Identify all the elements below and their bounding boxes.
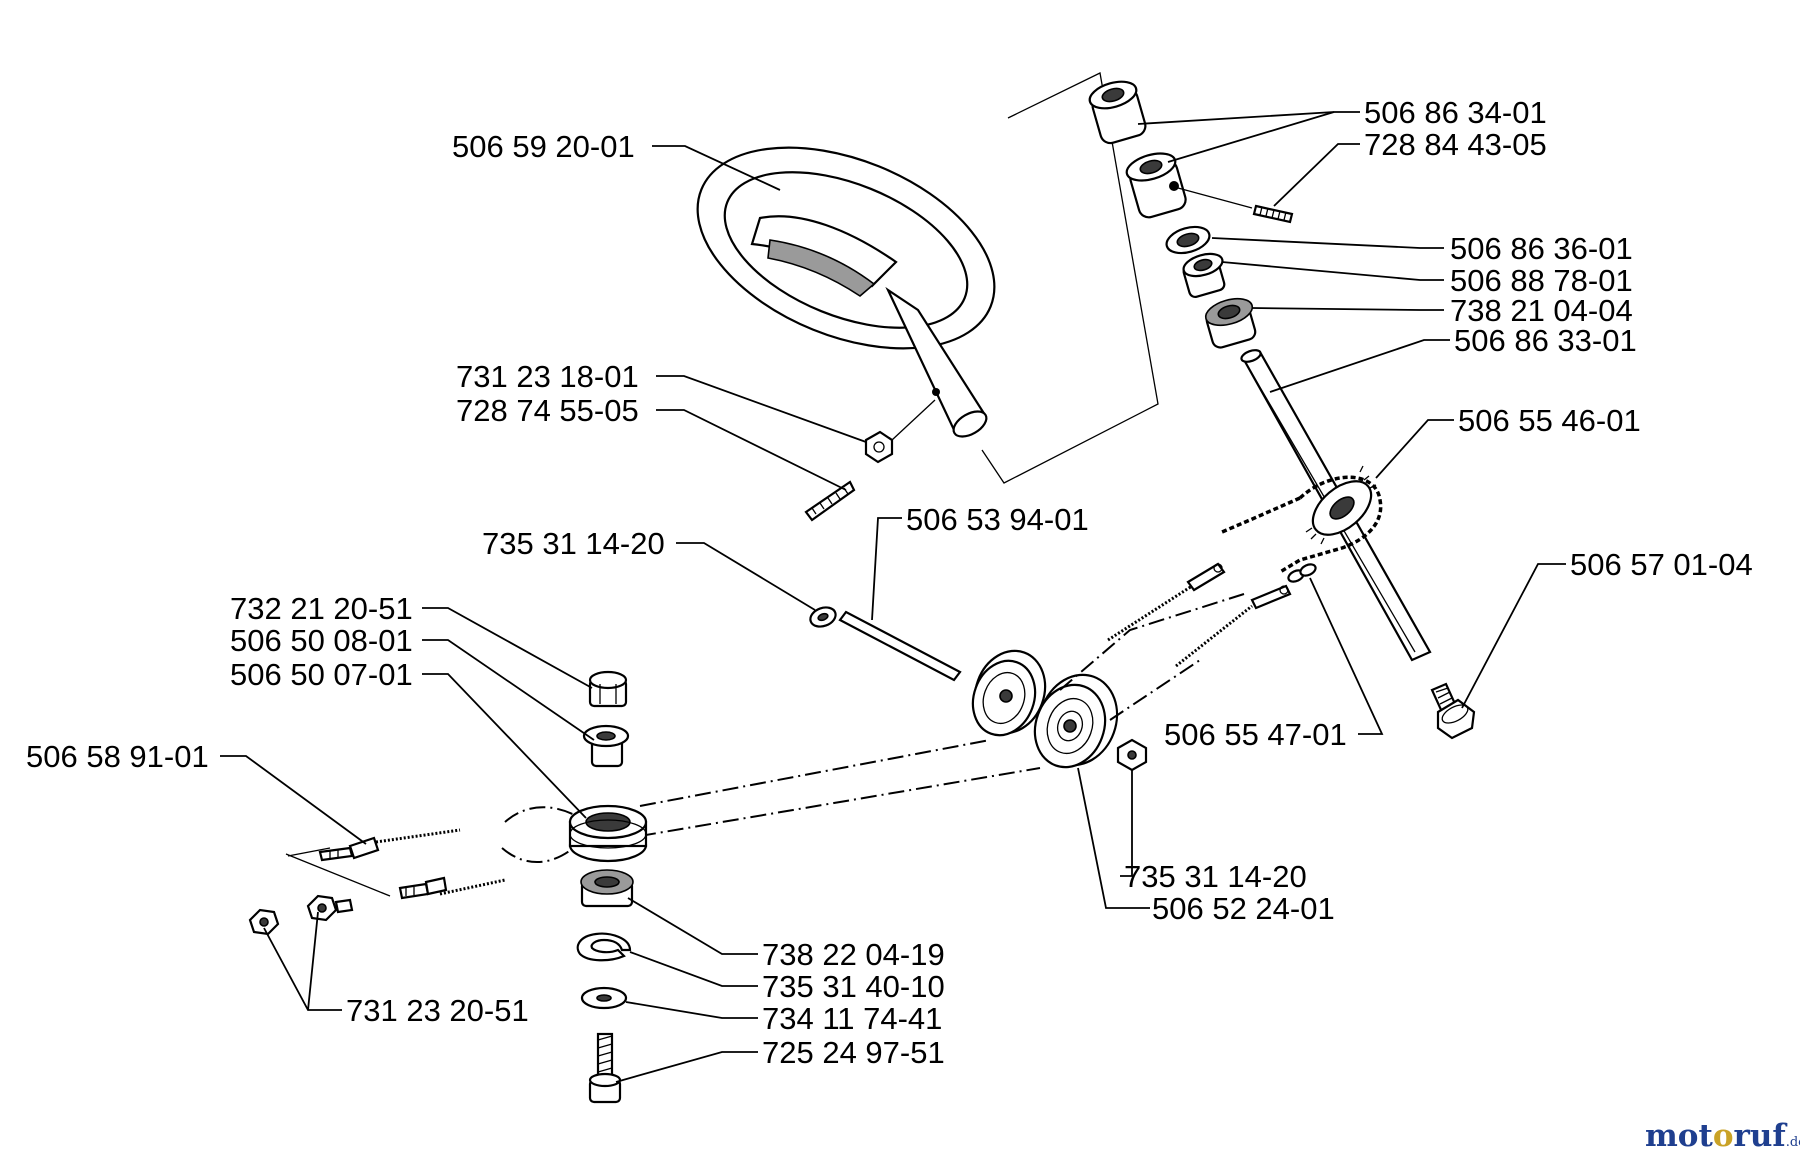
- pulley-left: [971, 649, 1047, 737]
- shaft-group-bracket: [981, 72, 1159, 484]
- label-731-23-18-01: 731 23 18-01: [456, 359, 639, 394]
- guide-pulley: [568, 804, 648, 863]
- label-506-52-24-01: 506 52 24-01: [1152, 891, 1335, 926]
- pulley-right: [1033, 673, 1119, 769]
- chain-link: [1287, 563, 1317, 583]
- pulley-axle: [838, 610, 962, 682]
- label-506-58-91-01: 506 58 91-01: [26, 739, 209, 774]
- label-738-22-04-19: 738 22 04-19: [762, 937, 945, 972]
- top-nut: [588, 670, 628, 708]
- cable-ends: [1186, 562, 1292, 610]
- label-506-86-33-01: 506 86 33-01: [1454, 323, 1637, 358]
- label-506-55-46-01: 506 55 46-01: [1458, 403, 1641, 438]
- chain: [1221, 475, 1383, 574]
- label-735-31-14-20-right: 735 31 14-20: [1124, 859, 1307, 894]
- label-506-86-36-01: 506 86 36-01: [1450, 231, 1633, 266]
- flat-washer: [580, 986, 628, 1010]
- label-506-57-01-04: 506 57 01-04: [1570, 547, 1753, 582]
- circlip: [576, 932, 632, 962]
- label-725-24-97-51: 725 24 97-51: [762, 1035, 945, 1070]
- label-506-50-07-01: 506 50 07-01: [230, 657, 413, 692]
- set-screw: [1252, 204, 1294, 224]
- control-cables: [1107, 584, 1253, 668]
- steering-wheel: [696, 146, 996, 438]
- wheel-nut: [864, 430, 894, 464]
- watermark-text-1: mot: [1645, 1118, 1713, 1154]
- label-506-53-94-01: 506 53 94-01: [906, 502, 1089, 537]
- part-labels: 506 59 20-01 731 23 18-01 728 74 55-05 7…: [26, 95, 1753, 1070]
- shaft-bolt: [1430, 682, 1476, 740]
- cable-sheath: [318, 828, 506, 900]
- label-734-11-74-41: 734 11 74-41: [762, 1001, 942, 1036]
- label-506-86-34-01: 506 86 34-01: [1364, 95, 1547, 130]
- lower-bearing: [580, 869, 634, 908]
- label-506-88-78-01: 506 88 78-01: [1450, 263, 1633, 298]
- cable-nut-right: [306, 894, 354, 922]
- leader-lines: [220, 111, 1566, 1083]
- label-728-84-43-05: 728 84 43-05: [1364, 127, 1547, 162]
- label-506-50-08-01: 506 50 08-01: [230, 623, 413, 658]
- label-506-55-47-01: 506 55 47-01: [1164, 717, 1347, 752]
- column-bushings: [1088, 80, 1257, 349]
- label-732-21-20-51: 732 21 20-51: [230, 591, 413, 626]
- watermark-text-2: o: [1712, 1118, 1734, 1154]
- watermark-logo: motoruf.de: [1645, 1118, 1800, 1154]
- wheel-screw: [804, 480, 856, 522]
- lower-bolt: [588, 1032, 622, 1104]
- sprocket: [1305, 465, 1377, 545]
- label-735-31-14-20-left: 735 31 14-20: [482, 526, 665, 561]
- axle-washer-left: [809, 606, 837, 628]
- label-731-23-20-51: 731 23 20-51: [346, 993, 529, 1028]
- cable-nut-left: [248, 908, 280, 936]
- label-735-31-40-10: 735 31 40-10: [762, 969, 945, 1004]
- label-728-74-55-05: 728 74 55-05: [456, 393, 639, 428]
- label-506-59-20-01: 506 59 20-01: [452, 129, 635, 164]
- watermark-text-3: ruf: [1733, 1118, 1786, 1154]
- spacer-bushing: [582, 724, 630, 768]
- axle-washer-right: [1116, 738, 1148, 772]
- watermark-tld: .de: [1785, 1135, 1800, 1150]
- label-738-21-04-04: 738 21 04-04: [1450, 293, 1633, 328]
